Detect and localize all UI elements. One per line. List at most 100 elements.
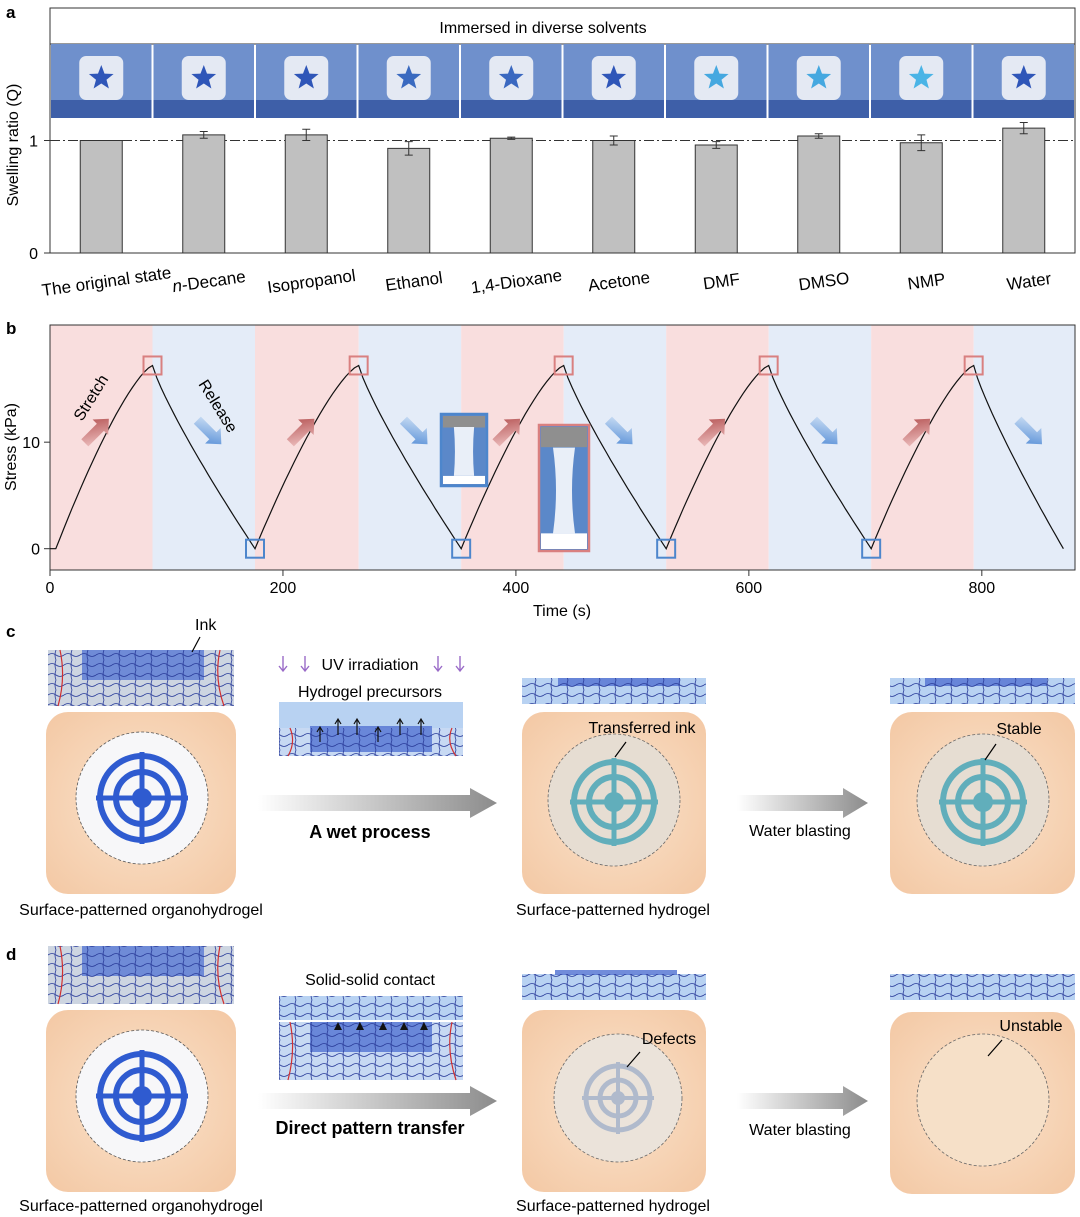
- ruler-band: [256, 100, 357, 118]
- schematic-wet-process: [279, 702, 463, 757]
- ink-label: Ink: [195, 617, 217, 634]
- bar: [1002, 127, 1046, 254]
- stable-pointer-arrow: [984, 743, 997, 761]
- transferred-ink-label: Transferred ink: [589, 720, 697, 737]
- peak-marker: [963, 355, 984, 376]
- time-x-axis-label: Time (s): [533, 603, 591, 620]
- inset-stretched-specimen: [553, 447, 575, 534]
- star-icon: [88, 65, 114, 89]
- process-arrow-d: [258, 1086, 497, 1116]
- panel-b-letter: b: [6, 319, 16, 338]
- ruler-band: [153, 100, 254, 118]
- y-tick-label: 1: [29, 134, 38, 151]
- inset-released: [439, 412, 489, 488]
- water-blasting-label-c: Water blasting: [749, 823, 851, 840]
- caption-hydrogel-c: Surface-patterned hydrogel: [516, 902, 710, 919]
- schematic-hydrogel-d: [522, 970, 706, 1000]
- process-arrow-c: [258, 788, 497, 818]
- star-icon: [703, 65, 729, 89]
- inset-stretched-base: [541, 533, 587, 549]
- stretch-phase: [871, 325, 974, 570]
- water-blasting-label-d: Water blasting: [749, 1122, 851, 1139]
- peak-marker: [142, 355, 163, 376]
- inset-stretched-clamp: [541, 427, 587, 448]
- category-label: 1,4-Dioxane: [470, 266, 563, 298]
- star-icon: [191, 65, 217, 89]
- ruler-band: [461, 100, 562, 118]
- stretch-phase: [666, 325, 769, 570]
- x-tick-label: 600: [736, 580, 763, 597]
- bar: [592, 140, 636, 254]
- category-label: Water: [1006, 269, 1053, 294]
- stretch-arrow: [492, 418, 521, 447]
- water-arrow-c: [737, 788, 868, 818]
- category-label: The original state: [41, 263, 173, 300]
- stretch-arrow-shape: [697, 418, 726, 447]
- bar: [489, 137, 533, 254]
- uv-irradiation-label: UV irradiation: [322, 657, 419, 674]
- photo-unstable-d: [890, 1012, 1075, 1194]
- plot-frame: [49, 324, 1076, 571]
- banner-box: [49, 7, 1076, 45]
- peak-marker: [553, 355, 574, 376]
- release-phase: [973, 325, 1075, 570]
- stretch-phase: [50, 325, 153, 570]
- direct-transfer-label: Direct pattern transfer: [275, 1118, 464, 1138]
- star-icon: [806, 65, 832, 89]
- ruler-band: [563, 100, 664, 118]
- release-phase: [152, 325, 255, 570]
- caption-organohydrogel-d: Surface-patterned organohydrogel: [19, 1198, 263, 1215]
- category-label: NMP: [906, 270, 946, 294]
- panel-c-letter: c: [6, 622, 15, 641]
- category-label: Acetone: [587, 268, 651, 295]
- bar: [899, 142, 943, 254]
- release-arrow-shape: [399, 416, 428, 445]
- schematic-direct-transfer: [279, 996, 463, 1081]
- stress-y-axis-label: Stress (kPa): [3, 403, 20, 491]
- release-arrow-shape: [809, 416, 838, 445]
- bar: [797, 135, 841, 254]
- trough-marker: [245, 538, 265, 559]
- schematic-hydrogel-c: [522, 678, 706, 704]
- ruler-band: [768, 100, 869, 118]
- photo-hydrogel-c: [522, 712, 706, 894]
- photo-stable-c: [890, 712, 1075, 894]
- trough-marker: [451, 538, 472, 559]
- solvent-photo-strip: [51, 44, 1074, 118]
- banner-label: Immersed in diverse solvents: [439, 20, 646, 37]
- bar: [284, 134, 328, 254]
- inset-stretched: [537, 423, 591, 553]
- x-tick-label: 200: [270, 580, 297, 597]
- ruler-band: [973, 100, 1074, 118]
- ruler-band: [871, 100, 972, 118]
- defects-label: Defects: [642, 1031, 696, 1048]
- y-tick-label: 0: [29, 246, 38, 263]
- photo-organohydrogel-c: [46, 712, 236, 894]
- photo-hydrogel-d: [522, 1010, 706, 1192]
- release-arrow: [1014, 416, 1042, 445]
- x-tick-label: 400: [503, 580, 530, 597]
- panel-d-letter: d: [6, 945, 16, 964]
- ruler-band: [51, 100, 152, 118]
- swelling-y-axis-label: Swelling ratio (Q): [5, 84, 22, 207]
- ruler-band: [358, 100, 459, 118]
- caption-hydrogel-d: Surface-patterned hydrogel: [516, 1198, 710, 1215]
- stretch-arrow: [81, 418, 109, 447]
- category-label: DMF: [702, 270, 741, 294]
- star-icon: [601, 65, 627, 89]
- release-arrow: [193, 416, 222, 445]
- star-icon: [1011, 65, 1037, 89]
- stretch-arrow: [697, 418, 726, 447]
- stable-label: Stable: [996, 721, 1041, 738]
- stress-curve: [50, 364, 1064, 550]
- x-tick-label: 800: [968, 580, 995, 597]
- star-icon: [293, 65, 319, 89]
- y-tick-label: 10: [22, 435, 40, 452]
- transferred-pointer-arrow: [614, 741, 627, 758]
- star-icon: [498, 65, 524, 89]
- hydrogel-precursors-label: Hydrogel precursors: [298, 684, 442, 701]
- release-phase: [768, 325, 872, 570]
- trough-marker: [656, 538, 677, 559]
